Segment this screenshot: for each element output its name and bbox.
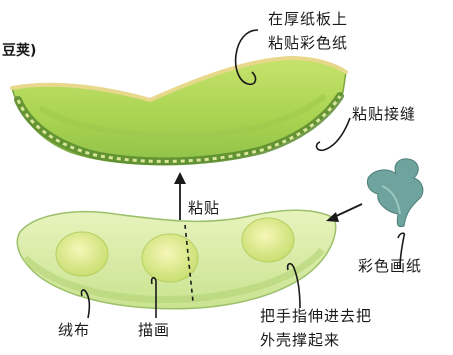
label-seam: 粘贴接缝 <box>352 104 416 125</box>
label-finger-line2: 外壳撑起来 <box>260 330 340 351</box>
label-paint: 描画 <box>138 320 170 341</box>
label-colored-paper: 彩色画纸 <box>358 256 422 277</box>
label-felt: 绒布 <box>58 320 90 341</box>
diagram-title: 豆荚) <box>2 41 36 62</box>
pea-1 <box>56 232 108 276</box>
label-cardboard-line1: 在厚纸板上 <box>268 9 348 30</box>
label-paste: 粘贴 <box>188 198 220 219</box>
pea-3 <box>242 218 294 262</box>
paste-arrow-head <box>174 172 186 184</box>
calyx-leaf <box>367 159 422 227</box>
label-cardboard-line2: 粘贴彩色纸 <box>268 33 348 54</box>
label-finger-line1: 把手指伸进去把 <box>260 306 372 327</box>
